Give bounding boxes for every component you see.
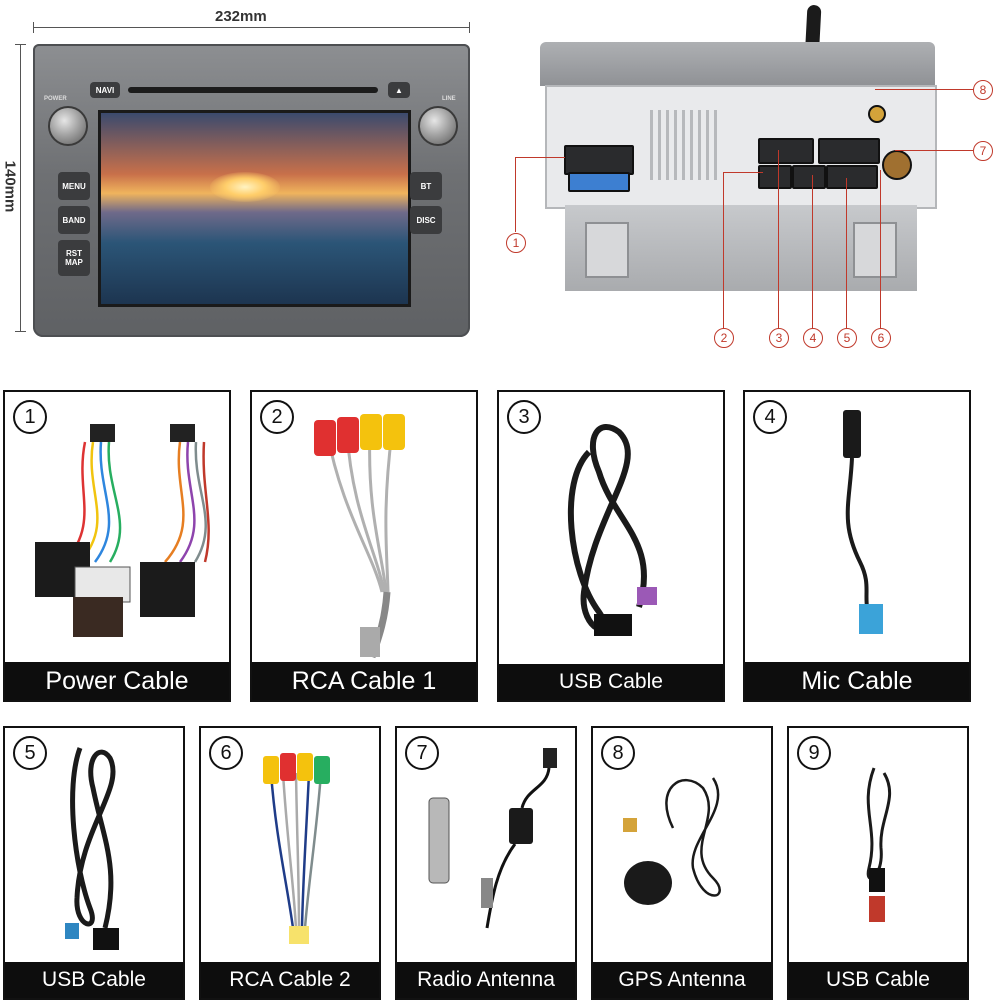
callout-3: 3 [769, 328, 789, 348]
accessory-number: 6 [209, 736, 243, 770]
accessory-caption: Mic Cable [745, 662, 969, 700]
accessory-tile-radio-antenna: 7 Radio Antenna [395, 726, 577, 1000]
mic-connector [758, 165, 792, 189]
sunset-image [210, 172, 280, 202]
rca-connector [758, 138, 814, 164]
rst-map-button: RST MAP [58, 240, 90, 276]
volume-knob [48, 106, 88, 146]
accessory-number: 7 [405, 736, 439, 770]
accessory-caption: RCA Cable 1 [252, 662, 476, 700]
rca2-connector [826, 165, 878, 189]
accessory-caption: RCA Cable 2 [201, 962, 379, 998]
power-cable-image [35, 424, 210, 637]
accessory-number: 9 [797, 736, 831, 770]
callout-1: 1 [506, 233, 526, 253]
callout-6: 6 [871, 328, 891, 348]
disc-button: DISC [410, 206, 442, 234]
accessory-caption: USB Cable [499, 664, 723, 700]
accessory-caption: Power Cable [5, 662, 229, 700]
fuse-holder [568, 172, 630, 192]
rca-cable-2-image [263, 753, 330, 944]
accessory-tile-gps-antenna: 8 GPS Antenna [591, 726, 773, 1000]
accessory-tile-mic-cable: 4 Mic Cable [743, 390, 971, 702]
menu-button: MENU [58, 172, 90, 200]
usb-connector [818, 138, 880, 164]
accessory-number: 8 [601, 736, 635, 770]
gps-antenna-image [623, 777, 721, 905]
radio-antenna-port [882, 150, 912, 180]
accessory-tile-power-cable: 1 Power Cable [3, 390, 231, 702]
tune-knob [418, 106, 458, 146]
accessory-tile-rca-cable-1: 2 RCA Cable 1 [250, 390, 478, 702]
disc-slot [128, 87, 378, 93]
accessory-number: 4 [753, 400, 787, 434]
power-label: POWER [44, 96, 67, 102]
eject-icon: ▲ [388, 82, 410, 98]
height-label: 140mm [1, 160, 19, 213]
callout-2: 2 [714, 328, 734, 348]
mic-cable-image [843, 410, 883, 634]
map-label: MAP [65, 258, 83, 267]
rca-cable-1-image [314, 414, 405, 659]
accessory-tile-usb-cable-2: 5 USB Cable [3, 726, 185, 1000]
callout-5: 5 [837, 328, 857, 348]
gps-antenna-port [868, 105, 886, 123]
usb-cable-2-image [65, 747, 119, 950]
accessory-tile-usb-cable-1: 3 USB Cable [497, 390, 725, 702]
usb-cable-1-image [567, 424, 657, 636]
bt-button: BT [410, 172, 442, 200]
mount-bracket-left [585, 222, 629, 278]
callout-4: 4 [803, 328, 823, 348]
usb-cable-3-image [866, 767, 892, 922]
accessory-number: 2 [260, 400, 294, 434]
accessory-number: 3 [507, 400, 541, 434]
display-screen [98, 110, 411, 307]
callout-8: 8 [973, 80, 993, 100]
accessory-number: 1 [13, 400, 47, 434]
accessory-caption: Radio Antenna [397, 962, 575, 998]
radio-antenna-image [428, 748, 557, 929]
navi-button: NAVI [90, 82, 120, 98]
accessory-caption: GPS Antenna [593, 962, 771, 998]
rear-housing-top [540, 42, 935, 86]
band-button: BAND [58, 206, 90, 234]
accessory-caption: USB Cable [789, 962, 967, 998]
accessory-tile-rca-cable-2: 6 RCA Cable 2 [199, 726, 381, 1000]
callout-7: 7 [973, 141, 993, 161]
accessory-caption: USB Cable [5, 962, 183, 998]
rst-label: RST [66, 249, 82, 258]
power-connector [564, 145, 634, 175]
accessory-tile-usb-cable-3: 9 USB Cable [787, 726, 969, 1000]
width-label: 232mm [215, 8, 267, 25]
mount-bracket-right [853, 222, 897, 278]
usb2-connector [792, 165, 826, 189]
accessory-number: 5 [13, 736, 47, 770]
line-label: LINE [442, 96, 456, 102]
